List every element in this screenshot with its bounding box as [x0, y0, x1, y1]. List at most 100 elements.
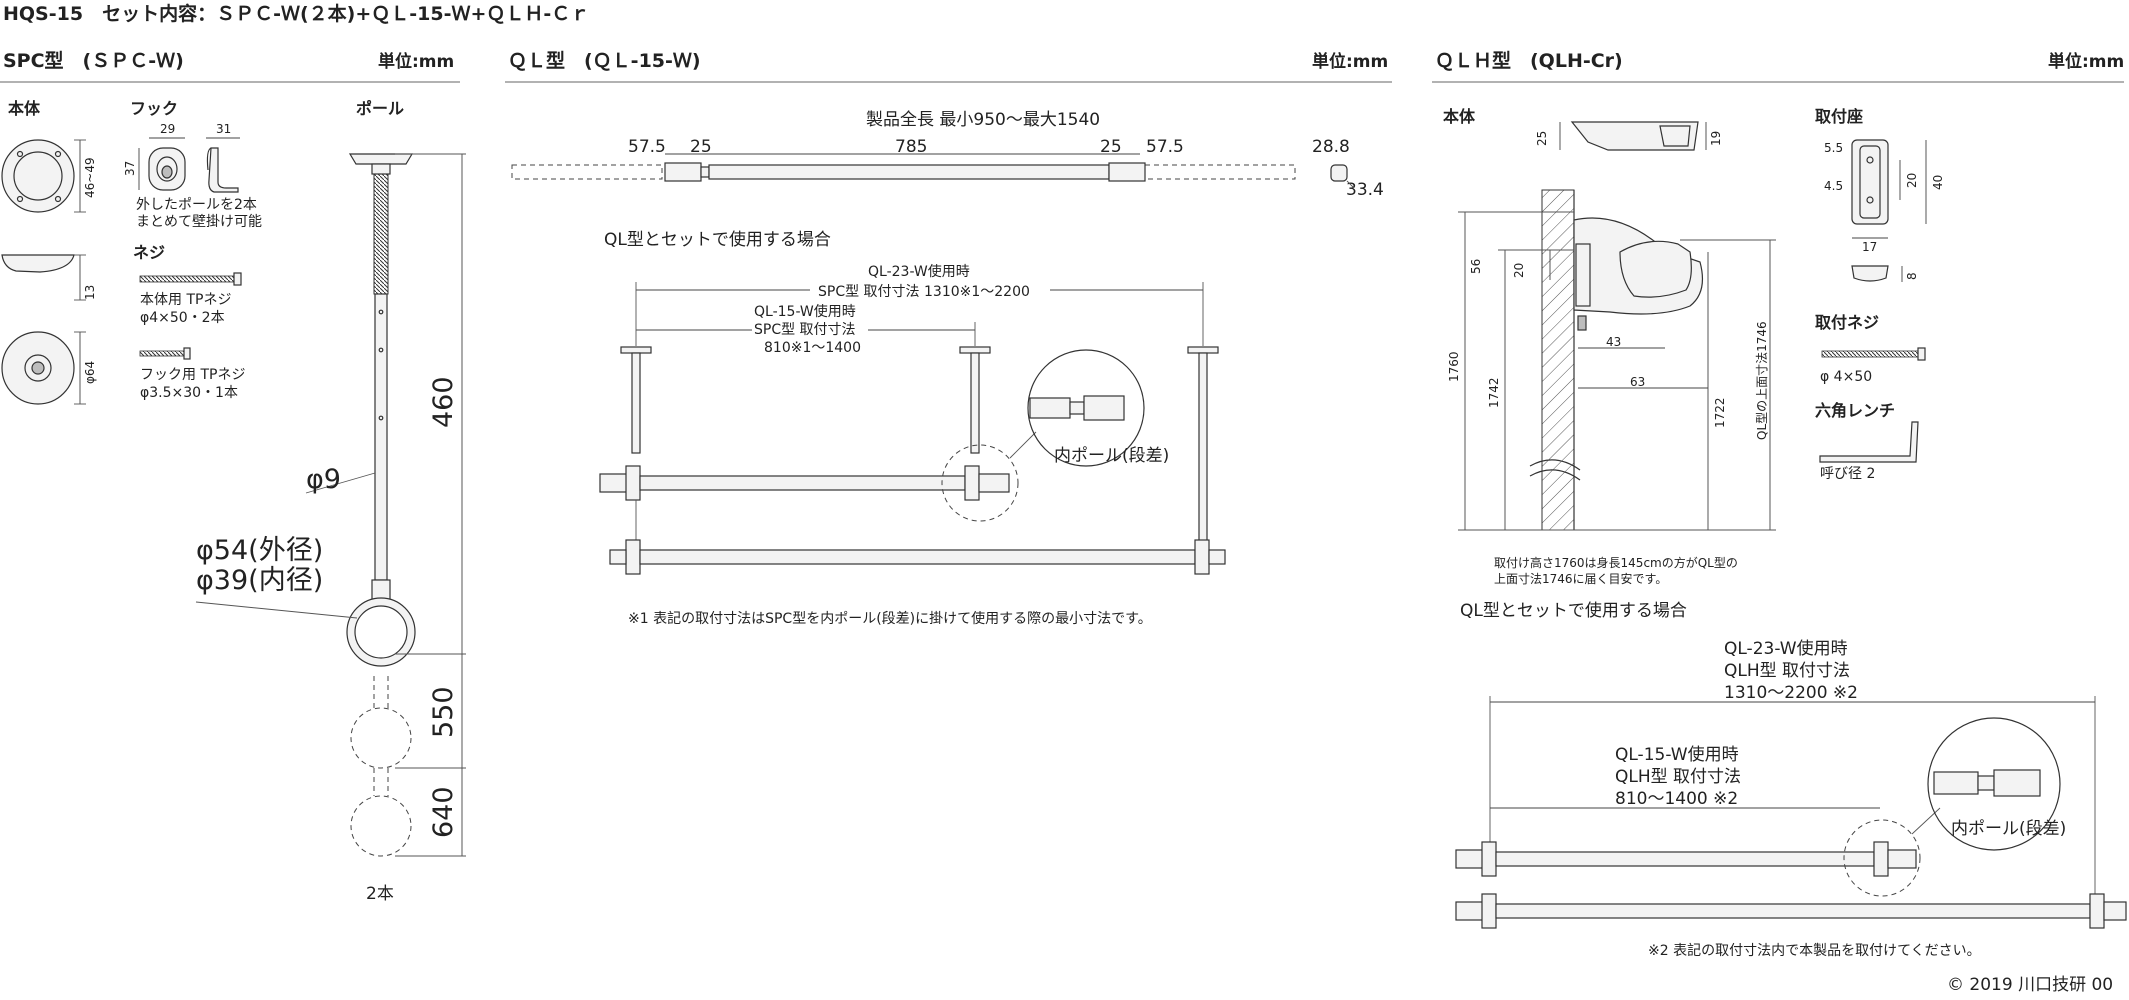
ql-total-length: 製品全長 最小950～最大1540	[866, 110, 1100, 130]
copyright: © 2019 川口技研 00	[1947, 975, 2113, 995]
spc-pole-drawing	[195, 153, 466, 857]
qlh-ql23-line3: 1310～2200 ※2	[1724, 683, 1858, 703]
qlh-mount-dim-17: 17	[1862, 240, 1877, 254]
qlh-body-label: 本体	[1443, 107, 1476, 126]
qlh-side-vertical-label: QL型の上面寸法1746	[1755, 321, 1769, 440]
qlh-side-view	[1458, 189, 1776, 531]
ql-end-dim-width: 28.8	[1312, 137, 1350, 157]
ql-ql15-line3: 810※1～1400	[764, 340, 861, 356]
qlh-mount-dim-40: 40	[1931, 175, 1945, 190]
qlh-ql23-line1: QL-23-W使用時	[1724, 638, 1848, 659]
spc-count: 2本	[366, 884, 394, 904]
spc-hook-note-2: まとめて壁掛け可能	[136, 214, 262, 230]
ql-note: ※1 表記の取付寸法はSPC型を内ポール(段差)に掛けて使用する際の最小寸法です…	[628, 610, 1152, 627]
qlh-side-note-1: 取付け高さ1760は身長145cmの方がQL型の	[1494, 555, 1738, 570]
spc-hook-dim-height: 37	[123, 161, 137, 176]
ql-inner-pole-label: 内ポール(段差)	[1054, 446, 1169, 466]
qlh-header: ＱＬＨ型 (QLH-Cr)	[1435, 49, 1623, 72]
spc-ring-inner: φ39(内径)	[196, 565, 323, 596]
spc-body-sideview	[1, 254, 86, 301]
qlh-screw	[1821, 347, 1926, 361]
spc-pole-label: ポール	[356, 99, 404, 118]
qlh-ql15-line2: QLH型 取付寸法	[1615, 767, 1741, 787]
qlh-side-dim-1722: 1722	[1713, 397, 1727, 428]
spc-screw2-spec: φ3.5×30・1本	[140, 385, 238, 401]
spc-ring-outer: φ54(外径)	[196, 535, 323, 566]
qlh-side-note-2: 上面寸法1746に届く目安です。	[1494, 571, 1667, 586]
qlh-mount-dim-5-5: 5.5	[1824, 141, 1843, 155]
ql-ql15-line1: QL-15-W使用時	[754, 303, 856, 320]
ql-end-dim-height: 33.4	[1346, 180, 1384, 200]
ql-end-view	[1330, 164, 1355, 189]
ql-dim-57-5-left: 57.5	[628, 137, 666, 157]
qlh-mount-seat	[1851, 139, 1927, 282]
qlh-ql15-line1: QL-15-W使用時	[1615, 744, 1739, 765]
spc-screw-hook	[139, 347, 191, 360]
spc-body-topview	[1, 139, 86, 213]
qlh-wrench	[1819, 421, 1919, 463]
qlh-wrench-spec: 呼び径 2	[1820, 466, 1875, 482]
spc-body-bottomview	[1, 331, 86, 405]
spc-hook-dim-depth: 31	[216, 122, 231, 136]
ql-ql23-line2: SPC型 取付寸法 1310※1～2200	[818, 284, 1030, 300]
qlh-side-dim-43: 43	[1606, 335, 1621, 349]
qlh-set-title: QL型とセットで使用する場合	[1460, 600, 1687, 621]
qlh-set-drawing	[1455, 717, 2127, 929]
ql-pole-drawing	[511, 162, 1296, 182]
qlh-mount-label: 取付座	[1815, 107, 1863, 126]
qlh-screw-label: 取付ネジ	[1815, 313, 1879, 332]
qlh-side-dim-1742: 1742	[1487, 377, 1501, 408]
spc-pole-dim-460: 460	[428, 376, 459, 428]
ql-set-title: QL型とセットで使用する場合	[604, 229, 831, 250]
qlh-mount-dim-20: 20	[1905, 173, 1919, 188]
ql-set-drawing	[599, 282, 1226, 575]
qlh-side-dim-56: 56	[1469, 259, 1483, 274]
qlh-ql15-line3: 810～1400 ※2	[1615, 789, 1738, 809]
spc-body-dim-diameter: φ64	[83, 361, 97, 384]
spc-body-label: 本体	[8, 99, 41, 118]
qlh-ql23-line2: QLH型 取付寸法	[1724, 661, 1850, 681]
ql-dim-785: 785	[895, 137, 927, 157]
qlh-section: ＱＬＨ型 (QLH-Cr) 単位:mm 本体 取付座 25 19 5.5 4.5	[1432, 49, 2127, 959]
qlh-body-topview	[1559, 121, 1707, 151]
qlh-mount-dim-8: 8	[1905, 272, 1919, 280]
ql-dim-25-left: 25	[690, 137, 712, 157]
qlh-inner-pole-label: 内ポール(段差)	[1951, 819, 2066, 839]
spc-screw-body	[139, 272, 242, 286]
spc-section: SPC型 (ＳＰＣ-Ｗ) 単位:mm 本体 フック ポール 46~49 13	[0, 49, 466, 904]
qlh-mount-dim-4-5: 4.5	[1824, 179, 1843, 193]
spc-screw1-name: 本体用 TPネジ	[140, 292, 231, 308]
spc-body-dim-depth: 46~49	[83, 157, 97, 198]
spc-body-dim-height: 13	[83, 285, 97, 300]
spc-pole-dim-550: 550	[428, 686, 459, 738]
qlh-note: ※2 表記の取付寸法内で本製品を取付けてください。	[1648, 942, 1981, 959]
ql-ql23-line1: QL-23-W使用時	[868, 263, 970, 280]
spc-pole-dim-640: 640	[428, 786, 459, 838]
qlh-side-dim-20: 20	[1512, 263, 1526, 278]
spc-hook-label: フック	[130, 99, 178, 118]
sheet-title: HQS-15 セット内容：ＳＰＣ-Ｗ(２本)+ＱＬ-15-Ｗ+ＱＬＨ-Ｃｒ	[3, 2, 589, 25]
qlh-screw-spec: φ 4×50	[1820, 369, 1872, 385]
qlh-side-dim-1760: 1760	[1447, 351, 1461, 382]
spc-hook-drawing	[138, 137, 240, 193]
spc-header: SPC型 (ＳＰＣ-Ｗ)	[3, 49, 184, 72]
ql-ql15-line2: SPC型 取付寸法	[754, 322, 856, 338]
ql-dim-25-right: 25	[1100, 137, 1122, 157]
ql-section: ＱＬ型 (ＱＬ-15-Ｗ) 単位:mm 製品全長 最小950～最大1540 57…	[505, 49, 1392, 627]
spc-neji-label: ネジ	[133, 243, 165, 262]
qlh-side-dim-63: 63	[1630, 375, 1645, 389]
spc-unit: 単位:mm	[378, 51, 454, 72]
spc-screw2-name: フック用 TPネジ	[140, 367, 245, 383]
spc-screw1-spec: φ4×50・2本	[140, 310, 225, 326]
spc-hook-note-1: 外したポールを2本	[136, 197, 257, 213]
ql-header: ＱＬ型 (ＱＬ-15-Ｗ)	[508, 49, 701, 72]
ql-unit: 単位:mm	[1312, 51, 1388, 72]
qlh-unit: 単位:mm	[2048, 51, 2124, 72]
ql-dim-57-5-right: 57.5	[1146, 137, 1184, 157]
qlh-body-dim-19: 19	[1709, 131, 1723, 146]
spc-hook-dim-width: 29	[160, 122, 175, 136]
qlh-body-dim-25: 25	[1535, 131, 1549, 146]
qlh-wrench-label: 六角レンチ	[1815, 401, 1895, 420]
spc-pole-phi9: φ9	[306, 464, 341, 495]
